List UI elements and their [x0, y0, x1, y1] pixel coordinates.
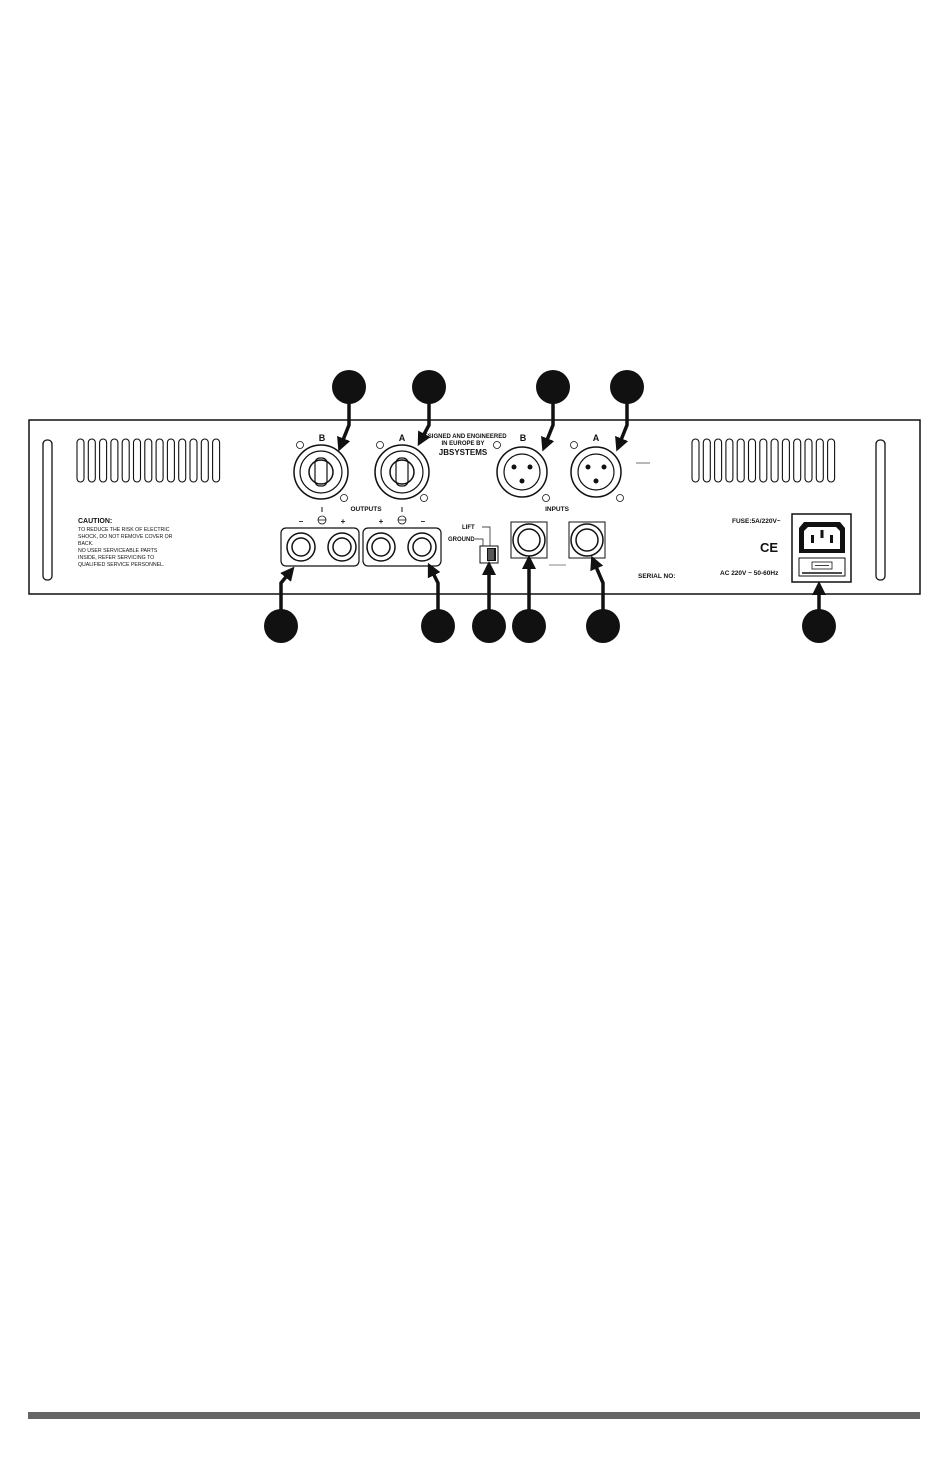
callout-arrow: [281, 572, 290, 611]
serial-label: SERIAL NO:: [638, 573, 675, 580]
speakon-output-a: [375, 442, 429, 502]
vent-slot: [749, 439, 756, 482]
outputs-label: OUTPUTS: [350, 506, 382, 513]
vent-slot: [111, 439, 118, 482]
vent-slot: [122, 439, 129, 482]
polarity-1: –: [299, 517, 304, 526]
callout-marker: [802, 609, 836, 643]
input-a-label: A: [593, 433, 600, 443]
vent-slot: [737, 439, 744, 482]
iec-power-inlet: [792, 514, 851, 582]
callout-marker: [264, 609, 298, 643]
xlr-input-b: [494, 442, 550, 502]
callout-marker: [472, 609, 506, 643]
polarity-3: +: [379, 517, 384, 526]
left-vent-grille: [77, 439, 220, 482]
binding-posts-a: [363, 528, 441, 566]
brand-line-1: DESIGNED AND ENGINEERED: [419, 434, 507, 440]
vent-slot: [816, 439, 823, 482]
output-b-label: B: [319, 433, 326, 443]
vent-slot: [828, 439, 835, 482]
callout-arrow: [619, 402, 627, 445]
output-a-label: A: [399, 433, 406, 443]
callout-arrow: [594, 562, 603, 611]
callout-marker: [610, 370, 644, 404]
ground-screw-left: [318, 507, 326, 524]
vent-slot: [88, 439, 95, 482]
input-b-label: B: [520, 433, 527, 443]
vent-slot: [145, 439, 152, 482]
vent-slot: [179, 439, 186, 482]
caution-line-4: NO USER SERVICEABLE PARTS: [78, 548, 158, 554]
right-handle-slot: [876, 440, 885, 580]
callout-arrow: [431, 569, 438, 611]
vent-slot: [134, 439, 141, 482]
callout-marker: [412, 370, 446, 404]
fuse-rating: FUSE:5A/220V~: [732, 518, 781, 525]
ground-screw-right: [398, 507, 406, 524]
lift-label: LIFT: [462, 525, 475, 531]
vent-slot: [692, 439, 699, 482]
caution-title: CAUTION:: [78, 518, 112, 525]
inputs-label: INPUTS: [545, 506, 570, 513]
brand-logo: JBSYSTEMS: [439, 448, 488, 457]
polarity-2: +: [341, 517, 346, 526]
callout-marker: [536, 370, 570, 404]
vent-slot: [190, 439, 197, 482]
vent-slot: [100, 439, 107, 482]
vent-slot: [703, 439, 710, 482]
ground-lift-switch: [480, 546, 498, 563]
caution-line-2: SHOCK, DO NOT REMOVE COVER OR: [78, 534, 173, 540]
speakon-output-b: [294, 442, 348, 502]
callout-arrow: [545, 402, 553, 445]
footer-bar: [28, 1412, 920, 1419]
callout-arrow: [341, 402, 349, 445]
jack-input-a: [569, 522, 605, 558]
ce-mark: CE: [760, 540, 778, 555]
caution-line-5: INSIDE, REFER SERVICING TO: [78, 555, 154, 561]
caution-line-6: QUALIFIED SERVICE PERSONNEL.: [78, 562, 164, 568]
vent-slot: [760, 439, 767, 482]
vent-slot: [167, 439, 174, 482]
vent-slot: [201, 439, 208, 482]
polarity-4: –: [421, 517, 426, 526]
power-rating: AC 220V ~ 50-60Hz: [720, 570, 779, 577]
vent-slot: [77, 439, 84, 482]
vent-slot: [156, 439, 163, 482]
vent-slot: [213, 439, 220, 482]
callout-marker: [332, 370, 366, 404]
xlr-input-a: [571, 442, 624, 502]
caution-line-3: BACK.: [78, 541, 94, 547]
vent-slot: [805, 439, 812, 482]
ground-label: GROUND: [448, 537, 475, 543]
callout-marker: [512, 609, 546, 643]
binding-posts-b: [281, 528, 359, 566]
left-handle-slot: [43, 440, 52, 580]
vent-slot: [771, 439, 778, 482]
caution-line-1: TO REDUCE THE RISK OF ELECTRIC: [78, 527, 170, 533]
vent-slot: [715, 439, 722, 482]
callout-marker: [421, 609, 455, 643]
right-vent-grille: [692, 439, 835, 482]
brand-line-2: IN EUROPE BY: [441, 441, 484, 447]
vent-slot: [794, 439, 801, 482]
jack-input-b: [511, 522, 547, 558]
vent-slot: [726, 439, 733, 482]
callout-marker: [586, 609, 620, 643]
vent-slot: [782, 439, 789, 482]
